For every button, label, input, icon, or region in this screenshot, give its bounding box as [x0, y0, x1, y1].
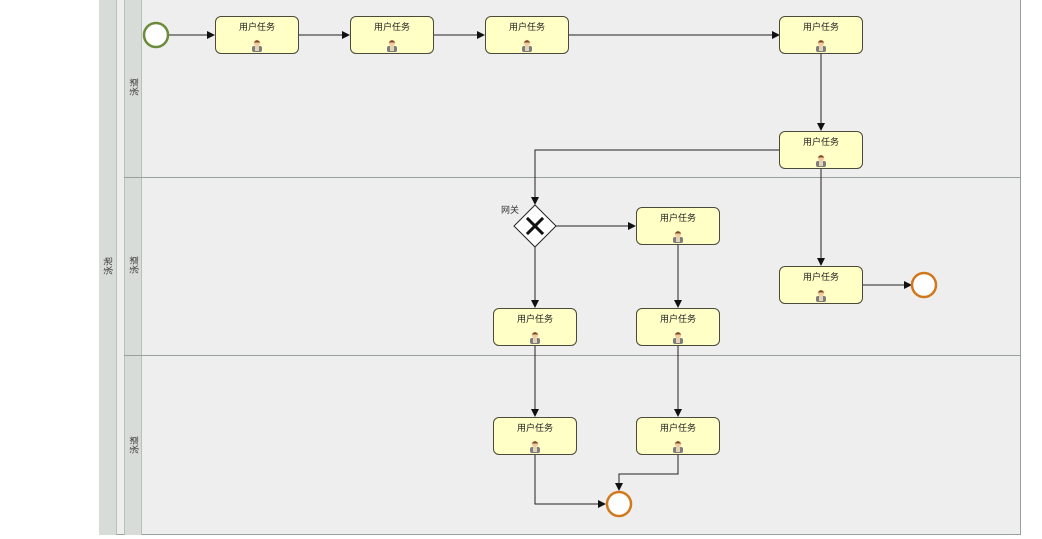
user-icon [530, 440, 540, 453]
user-icon [387, 39, 397, 52]
task-label: 用户任务 [508, 23, 545, 33]
pool-header: 泳池 [99, 0, 117, 535]
user-task-6[interactable]: 用户任务 [779, 266, 863, 304]
task-label: 用户任务 [238, 23, 275, 33]
task-label: 用户任务 [802, 138, 839, 148]
user-icon [816, 154, 826, 167]
lane-header-2: 泳道 [124, 177, 142, 355]
lane-divider-2 [124, 355, 1021, 356]
task-label: 用户任务 [659, 315, 696, 325]
user-icon [522, 39, 532, 52]
user-icon [673, 230, 683, 243]
user-task-5[interactable]: 用户任务 [779, 131, 863, 169]
task-label: 用户任务 [802, 23, 839, 33]
user-task-7[interactable]: 用户任务 [636, 207, 720, 245]
end-event-1[interactable] [910, 271, 938, 299]
user-icon [816, 289, 826, 302]
task-label: 用户任务 [659, 424, 696, 434]
user-task-3[interactable]: 用户任务 [485, 16, 569, 54]
user-icon [252, 39, 262, 52]
user-icon [530, 331, 540, 344]
task-label: 用户任务 [373, 23, 410, 33]
lane-header-1: 泳道 [124, 0, 142, 177]
flow-task5-gateway[interactable] [531, 149, 779, 205]
user-task-8[interactable]: 用户任务 [493, 308, 577, 346]
task-label: 用户任务 [516, 315, 553, 325]
flow-task11-end2[interactable] [615, 455, 679, 491]
end-event-2[interactable] [605, 490, 633, 518]
user-task-9[interactable]: 用户任务 [636, 308, 720, 346]
task-label: 用户任务 [516, 424, 553, 434]
task-label: 用户任务 [802, 273, 839, 283]
lane-header-3: 泳道 [124, 355, 142, 535]
start-event[interactable] [142, 21, 170, 49]
user-task-2[interactable]: 用户任务 [350, 16, 434, 54]
user-task-1[interactable]: 用户任务 [215, 16, 299, 54]
user-icon [816, 39, 826, 52]
lane-divider-1 [124, 177, 1021, 178]
user-task-11[interactable]: 用户任务 [636, 417, 720, 455]
task-label: 用户任务 [659, 214, 696, 224]
gateway-label: 网关 [501, 206, 520, 216]
exclusive-gateway-x-icon [525, 216, 545, 236]
flow-task10-end2[interactable] [534, 455, 606, 508]
user-icon [673, 440, 683, 453]
user-task-10[interactable]: 用户任务 [493, 417, 577, 455]
user-task-4[interactable]: 用户任务 [779, 16, 863, 54]
user-icon [673, 331, 683, 344]
exclusive-gateway[interactable] [513, 204, 557, 248]
